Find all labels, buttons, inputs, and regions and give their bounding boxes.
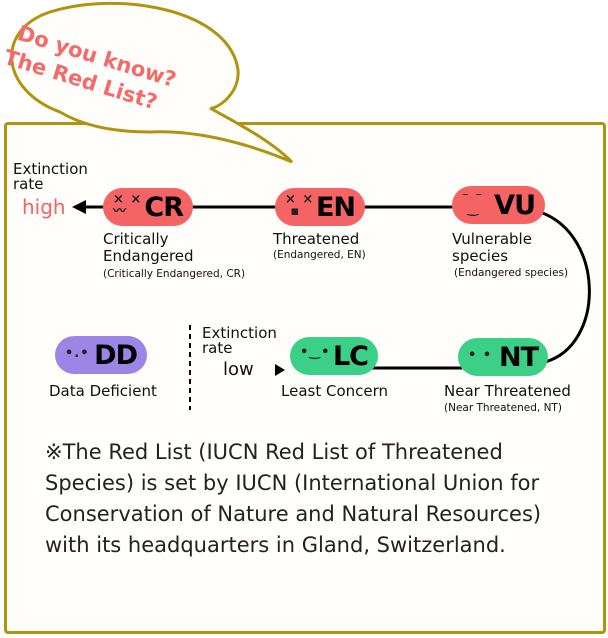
neutral-face-icon: • • <box>468 348 493 363</box>
worried-face-icon: ⁻ ⁻ ‿ <box>462 190 484 217</box>
vu-sub: (Endangered species) <box>454 267 569 279</box>
en-sub: (Endangered, EN) <box>273 249 366 261</box>
badge-vu: ⁻ ⁻ ‿ VU <box>452 186 545 224</box>
high-label: high <box>22 195 66 219</box>
badge-code: NT <box>498 341 539 373</box>
cr-sub: (Critically Endangered, CR) <box>103 268 246 280</box>
badge-code: CR <box>144 191 184 223</box>
badge-en: × × ▪ EN <box>275 188 365 226</box>
footnote: ※The Red List (IUCN Red List of Threaten… <box>45 440 542 557</box>
arrow-head-icon <box>72 200 86 214</box>
en-name: Threatened <box>273 230 360 248</box>
dd-name: Data Deficient <box>49 382 157 400</box>
low-arrow-icon <box>275 364 285 376</box>
badge-code: EN <box>315 191 356 223</box>
nt-sub: (Near Threatened, NT) <box>444 402 562 414</box>
shocked-face-icon: × × ▪ <box>285 192 315 219</box>
cr-name: Critically Endangered <box>103 230 194 265</box>
extinction-rate-low-label: Extinction rate <box>202 324 277 357</box>
smile-face-icon: •‿• <box>300 345 331 360</box>
badge-nt: • • NT <box>458 338 548 376</box>
extinction-rate-high-label: Extinction rate <box>13 160 88 193</box>
lc-name: Least Concern <box>281 382 389 400</box>
badge-code: DD <box>94 339 138 371</box>
badge-dd: •.• DD <box>55 336 147 374</box>
badge-cr: × ×〰 CR <box>103 188 193 226</box>
badge-lc: •‿• LC <box>290 337 378 375</box>
vu-name: Vulnerable species <box>452 230 532 265</box>
blank-face-icon: •.• <box>65 346 90 361</box>
curve-line <box>539 210 591 364</box>
badge-code: LC <box>332 340 369 372</box>
speech-bubble <box>10 1 294 164</box>
badge-code: VU <box>494 189 536 221</box>
low-label: low <box>223 359 254 380</box>
nt-name: Near Threatened <box>444 382 571 400</box>
dead-face-icon: × ×〰 <box>113 192 143 219</box>
